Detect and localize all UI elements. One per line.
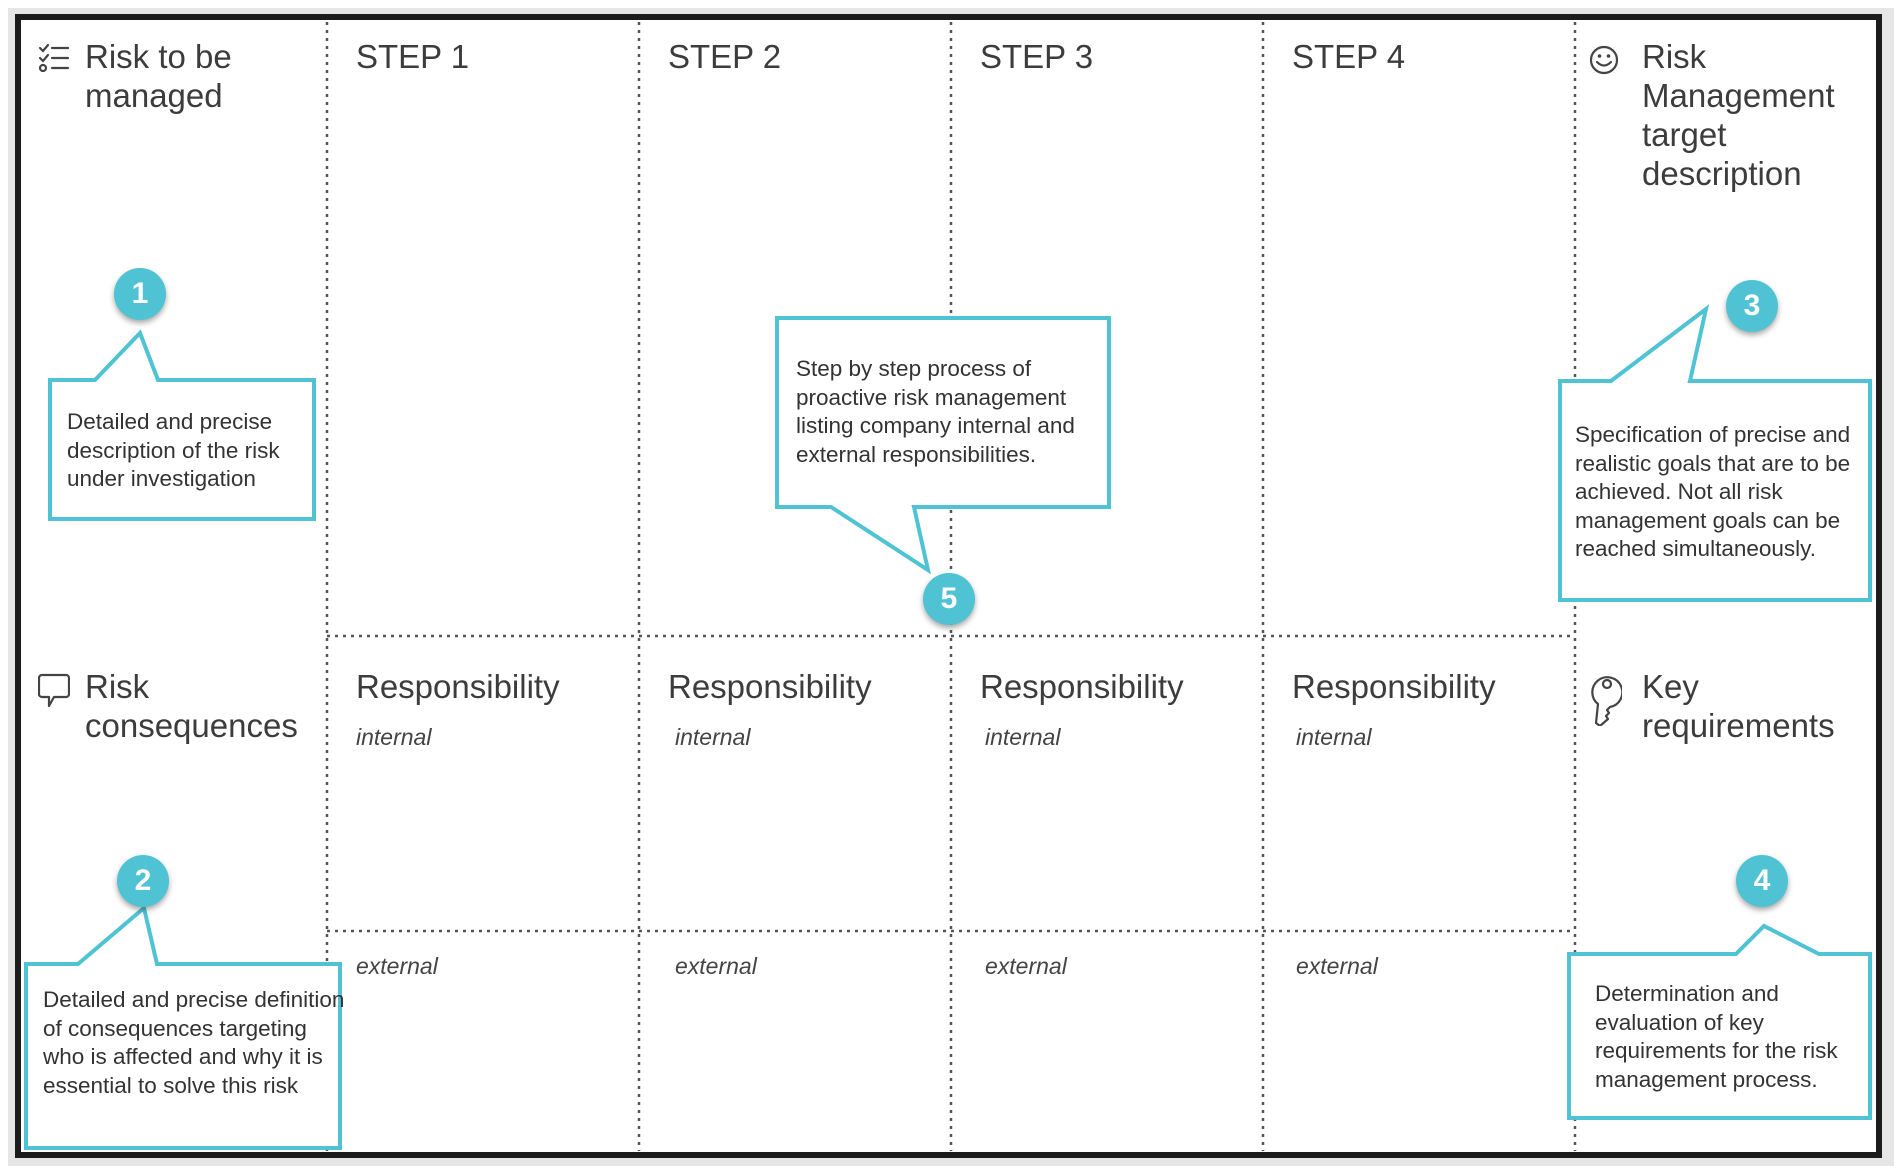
callout-4-text: Determination and evaluation of key requ…: [1595, 981, 1838, 1092]
key-icon: [1588, 670, 1624, 731]
risk-to-be-managed-heading: Risk to be managed: [85, 38, 232, 114]
step-1-external: external: [356, 953, 438, 979]
callout-5-badge: 5: [923, 573, 975, 625]
checklist-icon: [38, 43, 70, 77]
callout-5-box: [775, 316, 1111, 575]
step-3-external: external: [985, 953, 1067, 979]
step-2-internal: internal: [675, 724, 751, 750]
callout-2-badge: 2: [117, 855, 169, 907]
step-2-external: external: [675, 953, 757, 979]
key-requirements-heading: Key requirements: [1642, 668, 1835, 744]
callout-1-badge: 1: [114, 268, 166, 320]
step-4-internal: internal: [1296, 724, 1372, 750]
smiley-icon: [1588, 44, 1620, 81]
callout-4-badge: 4: [1736, 855, 1788, 907]
risk-management-target-heading: Risk Management target description: [1642, 38, 1835, 192]
step-4-responsibility: Responsibility: [1292, 668, 1496, 705]
step-2-label: STEP 2: [668, 38, 782, 75]
callout-4-box: [1567, 923, 1872, 1120]
step-3-internal: internal: [985, 724, 1061, 750]
callout-3-box: [1558, 304, 1872, 602]
speech-bubble-icon: [37, 672, 71, 715]
step-4-external: external: [1296, 953, 1378, 979]
risk-consequences-heading: Risk consequences: [85, 668, 298, 744]
callout-2-box: [24, 904, 342, 1150]
step-3-responsibility: Responsibility: [980, 668, 1184, 705]
step-1-internal: internal: [356, 724, 432, 750]
step-1-responsibility: Responsibility: [356, 668, 560, 705]
step-2-responsibility: Responsibility: [668, 668, 872, 705]
step-3-label: STEP 3: [980, 38, 1094, 75]
step-1-label: STEP 1: [356, 38, 470, 75]
callout-1-box: [48, 329, 316, 521]
callout-3-text: Specification of precise and realistic g…: [1575, 422, 1851, 561]
callout-2-text: Detailed and precise definition of conse…: [43, 987, 345, 1098]
callout-5-text: Step by step process of proactive risk m…: [796, 356, 1075, 467]
callout-3-badge: 3: [1726, 280, 1778, 332]
step-4-label: STEP 4: [1292, 38, 1406, 75]
callout-1-text: Detailed and precise description of the …: [67, 409, 280, 491]
